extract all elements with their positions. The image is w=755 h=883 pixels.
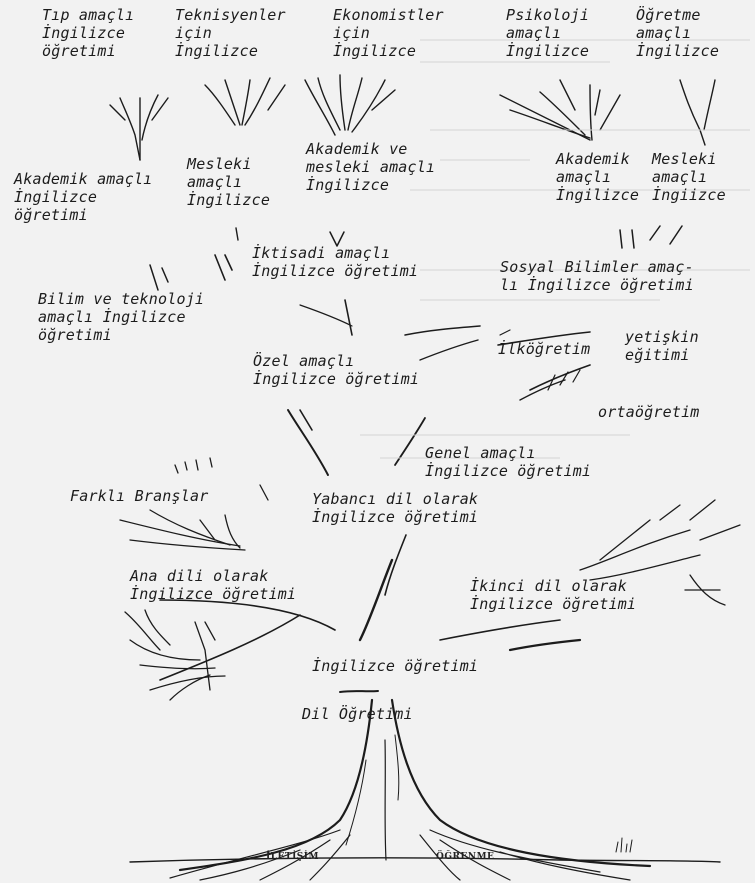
label-ozel-amacli: Özel amaçlı İngilizce öğretimi — [253, 352, 419, 388]
label-farkli-branslar: Farklı Branşlar — [70, 487, 208, 505]
branch-ozel-yabanci — [288, 410, 328, 475]
label-ilkogretim: İlköğretim — [498, 340, 590, 358]
label-yabanci-dil: Yabancı dil olarak İngilizce öğretimi — [312, 490, 478, 526]
label-dil-ogretimi: Dil Öğretimi — [302, 705, 413, 723]
label-yetiskin: yetişkin eğitimi — [625, 328, 699, 364]
trunk-left-edge — [180, 700, 372, 870]
label-ana-dili: Ana dili olarak İngilizce öğretimi — [130, 567, 296, 603]
trunk-right-edge — [392, 700, 650, 866]
crown-ogretme — [680, 80, 715, 145]
branch-bilim — [150, 265, 168, 290]
label-mesleki-right: Mesleki amaçlı İngiizce — [652, 150, 726, 204]
crown-psikoloji — [500, 80, 620, 140]
label-teknisyenler: Teknisyenler için İngilizce — [175, 6, 286, 60]
label-sosyal-bilimler: Sosyal Bilimler amaç- lı İngilizce öğret… — [500, 258, 694, 294]
label-bilim-teknoloji: Bilim ve teknoloji amaçlı İngilizce öğre… — [38, 290, 204, 344]
bush-ana-dili — [125, 610, 225, 700]
label-akademik-mesleki: Akademik ve mesleki amaçlı İngilizce — [306, 140, 435, 194]
roots-left — [170, 830, 350, 880]
label-genel-amacli: Genel amaçlı İngilizce öğretimi — [425, 444, 591, 480]
root-label-iletisim: İLETİŞİM — [266, 852, 319, 862]
crown-ekonomist — [305, 75, 395, 135]
label-akademik-right: Akademik amaçlı İngilizce — [556, 150, 639, 204]
label-ogretme: Öğretme amaçlı İngilizce — [636, 6, 719, 60]
label-iktisadi: İktisadi amaçlı İngilizce öğretimi — [252, 244, 418, 280]
crown-tip — [110, 95, 168, 160]
label-ikinci-dil: İkinci dil olarak İngilizce öğretimi — [470, 577, 636, 613]
branch-center-yabanci — [360, 560, 392, 640]
label-mesleki-amacli: Mesleki amaçlı İngilizce — [187, 155, 270, 209]
ground-sprouts — [616, 838, 632, 852]
label-akademik-amacli-ogretimi: Akademik amaçlı İngilizce öğretimi — [14, 170, 152, 224]
label-ingilizce-ogretimi: İngilizce öğretimi — [312, 657, 478, 675]
branch-ilk — [405, 326, 480, 335]
label-psikoloji: Psikoloji amaçlı İngilizce — [506, 6, 589, 60]
branch-sosyal — [620, 226, 682, 248]
trunk-center-line — [385, 740, 386, 860]
label-tip-amacli: Tıp amaçlı İngilizce öğretimi — [42, 6, 134, 60]
root-label-ogrenme: ÖĞRENME — [436, 852, 494, 862]
branch-ortaogretim — [530, 365, 590, 390]
crown-teknisyen — [205, 78, 285, 125]
label-ortaogretim: ortaöğretim — [598, 403, 700, 421]
label-ekonomistler: Ekonomistler için İngilizce — [333, 6, 444, 60]
branch-right-ikinci — [440, 620, 560, 640]
ground-line — [130, 858, 720, 862]
